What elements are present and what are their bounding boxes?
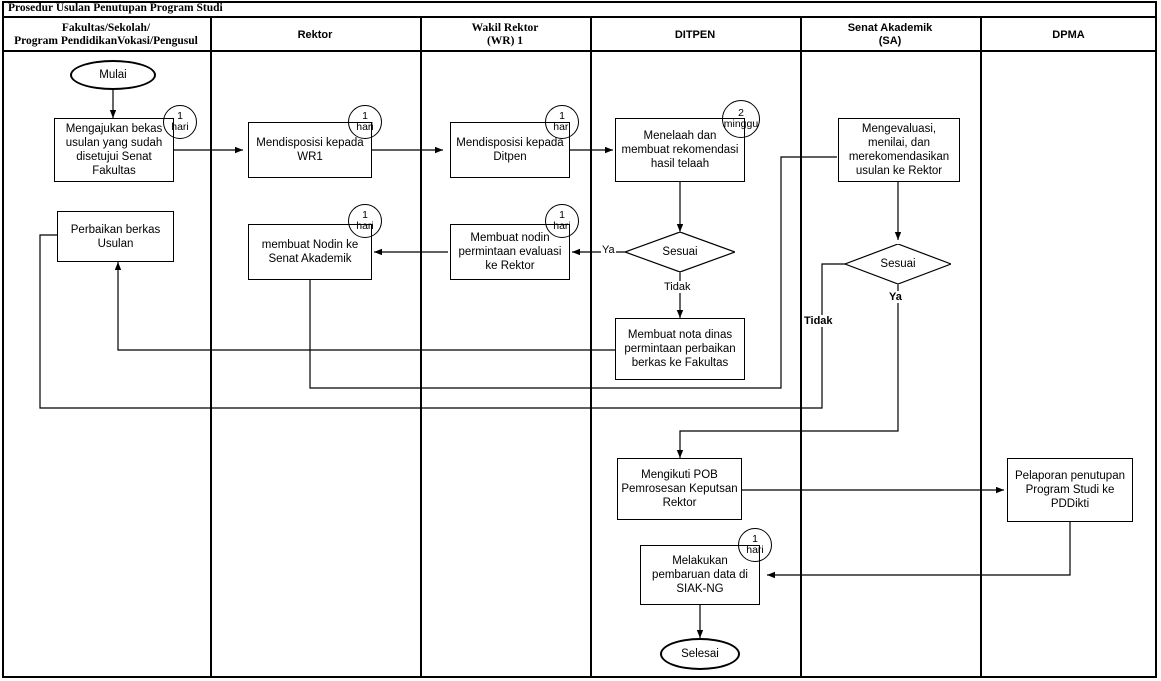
node-nota-dinas-perbaikan[interactable]: Membuat nota dinas permintaan perbaikan … [615, 318, 745, 380]
lane-header-ditpen-line1: DITPEN [674, 28, 716, 41]
node-end-selesai[interactable]: Selesai [660, 638, 740, 670]
page-title: Prosedur Usulan Penutupan Program Studi [8, 2, 223, 14]
diagram-title-bar: Prosedur Usulan Penutupan Program Studi [2, 1, 1157, 18]
duration-badge-disposisi-ditpen-value: 1 [559, 110, 565, 122]
lane-header-ditpen: DITPEN [590, 18, 800, 52]
node-mengevaluasi-usulan[interactable]: Mengevaluasi, menilai, dan merekomendasi… [838, 118, 960, 182]
lane-divider-2 [420, 18, 422, 677]
lane-divider-3 [590, 18, 592, 677]
node-nodin-senat-akademik-label: membuat Nodin ke Senat Akademik [261, 239, 359, 265]
duration-badge-nodin-rektor: 1 hari [545, 204, 579, 238]
lane-header-fakultas: Fakultas/Sekolah/ Program PendidikanVoka… [2, 18, 210, 52]
lane-header-dpma: DPMA [980, 18, 1157, 52]
duration-badge-disposisi-wr1-unit: hari [356, 121, 374, 133]
node-pelaporan-pddikti-label: Pelaporan penutupan Program Studi ke PDD… [1015, 470, 1125, 510]
lane-header-wr1: Wakil Rektor (WR) 1 [420, 18, 590, 52]
node-disposisi-wr1-label: Mendisposisi kepada WR1 [256, 137, 364, 163]
node-menelaah-rekomendasi[interactable]: Menelaah dan membuat rekomendasi hasil t… [615, 118, 745, 182]
node-menelaah-rekomendasi-label: Menelaah dan membuat rekomendasi hasil t… [621, 130, 739, 170]
decision-sesuai-sa[interactable] [843, 243, 953, 285]
duration-badge-siakng: 1 hari [738, 528, 772, 562]
duration-badge-disposisi-wr1: 1 hari [348, 105, 382, 139]
duration-badge-disposisi-ditpen: 1 hari [545, 105, 579, 139]
duration-badge-menelaah: 2 minggu [722, 100, 760, 138]
lane-header-wr1-line2: (WR) 1 [486, 35, 524, 47]
lane-header-dpma-line1: DPMA [1052, 28, 1085, 41]
lane-header-rektor-line1: Rektor [297, 28, 333, 41]
edge-label-sa-ya: Ya [888, 291, 903, 303]
node-mengajukan-usulan[interactable]: Mengajukan bekas usulan yang sudah diset… [54, 118, 174, 182]
duration-badge-mengajukan: 1 hari [163, 105, 197, 139]
swimlane-header-row: Fakultas/Sekolah/ Program PendidikanVoka… [2, 18, 1157, 52]
node-mengikuti-pob[interactable]: Mengikuti POB Pemrosesan Keputsan Rektor [617, 458, 742, 520]
lane-header-rektor: Rektor [210, 18, 420, 52]
edge-label-ditpen-tidak: Tidak [663, 281, 692, 293]
lane-header-wr1-line1: Wakil Rektor [471, 22, 539, 34]
edge-label-ditpen-ya: Ya [601, 244, 616, 256]
node-nota-dinas-perbaikan-label: Membuat nota dinas permintaan perbaikan … [624, 329, 736, 369]
node-mengajukan-usulan-label: Mengajukan bekas usulan yang sudah diset… [65, 123, 163, 177]
edge-label-sa-tidak: Tidak [803, 315, 834, 327]
lane-divider-5 [980, 18, 982, 677]
duration-badge-menelaah-unit: minggu [723, 118, 759, 130]
lane-divider-4 [800, 18, 802, 677]
node-start-mulai-label: Mulai [99, 69, 127, 81]
duration-badge-mengajukan-value: 1 [177, 110, 183, 122]
node-nodin-permintaan-evaluasi-label: Membuat nodin permintaan evaluasi ke Rek… [458, 232, 562, 272]
duration-badge-disposisi-ditpen-unit: hari [553, 121, 571, 133]
duration-badge-nodin-sa: 1 hari [348, 204, 382, 238]
node-pelaporan-pddikti[interactable]: Pelaporan penutupan Program Studi ke PDD… [1007, 458, 1133, 522]
decision-sesuai-ditpen-shape [623, 231, 737, 273]
node-pembaruan-siakng-label: Melakukan pembaruan data di SIAK-NG [652, 555, 748, 595]
duration-badge-disposisi-wr1-value: 1 [362, 110, 368, 122]
lane-header-sa-line2: (SA) [878, 35, 902, 47]
lane-header-sa: Senat Akademik (SA) [800, 18, 980, 52]
duration-badge-nodin-rektor-unit: hari [553, 220, 571, 232]
node-start-mulai[interactable]: Mulai [70, 60, 156, 90]
decision-sesuai-sa-shape [843, 243, 953, 285]
lane-header-fakultas-line1: Fakultas/Sekolah/ [61, 22, 151, 34]
node-pembaruan-siakng[interactable]: Melakukan pembaruan data di SIAK-NG [640, 545, 760, 605]
node-perbaikan-berkas[interactable]: Perbaikan berkas Usulan [57, 211, 174, 262]
node-nodin-senat-akademik[interactable]: membuat Nodin ke Senat Akademik [248, 224, 372, 280]
node-disposisi-wr1[interactable]: Mendisposisi kepada WR1 [248, 122, 372, 178]
lane-header-sa-line1: Senat Akademik [847, 22, 933, 34]
duration-badge-nodin-sa-unit: hari [356, 220, 374, 232]
node-mengikuti-pob-label: Mengikuti POB Pemrosesan Keputsan Rektor [621, 469, 738, 509]
duration-badge-nodin-sa-value: 1 [362, 209, 368, 221]
node-perbaikan-berkas-label: Perbaikan berkas Usulan [70, 223, 161, 250]
duration-badge-siakng-value: 1 [752, 533, 758, 545]
duration-badge-siakng-unit: hari [746, 544, 764, 556]
duration-badge-menelaah-value: 2 [738, 107, 744, 119]
decision-sesuai-ditpen[interactable] [623, 231, 737, 273]
node-mengevaluasi-usulan-label: Mengevaluasi, menilai, dan merekomendasi… [848, 123, 950, 177]
node-end-selesai-label: Selesai [681, 648, 719, 660]
node-disposisi-ditpen-label: Mendisposisi kepada Ditpen [456, 137, 564, 163]
lane-header-fakultas-line2: Program PendidikanVokasi/Pengusul [14, 35, 198, 47]
node-nodin-permintaan-evaluasi[interactable]: Membuat nodin permintaan evaluasi ke Rek… [450, 224, 570, 280]
lane-divider-1 [210, 18, 212, 677]
duration-badge-mengajukan-unit: hari [171, 121, 189, 133]
duration-badge-nodin-rektor-value: 1 [559, 209, 565, 221]
